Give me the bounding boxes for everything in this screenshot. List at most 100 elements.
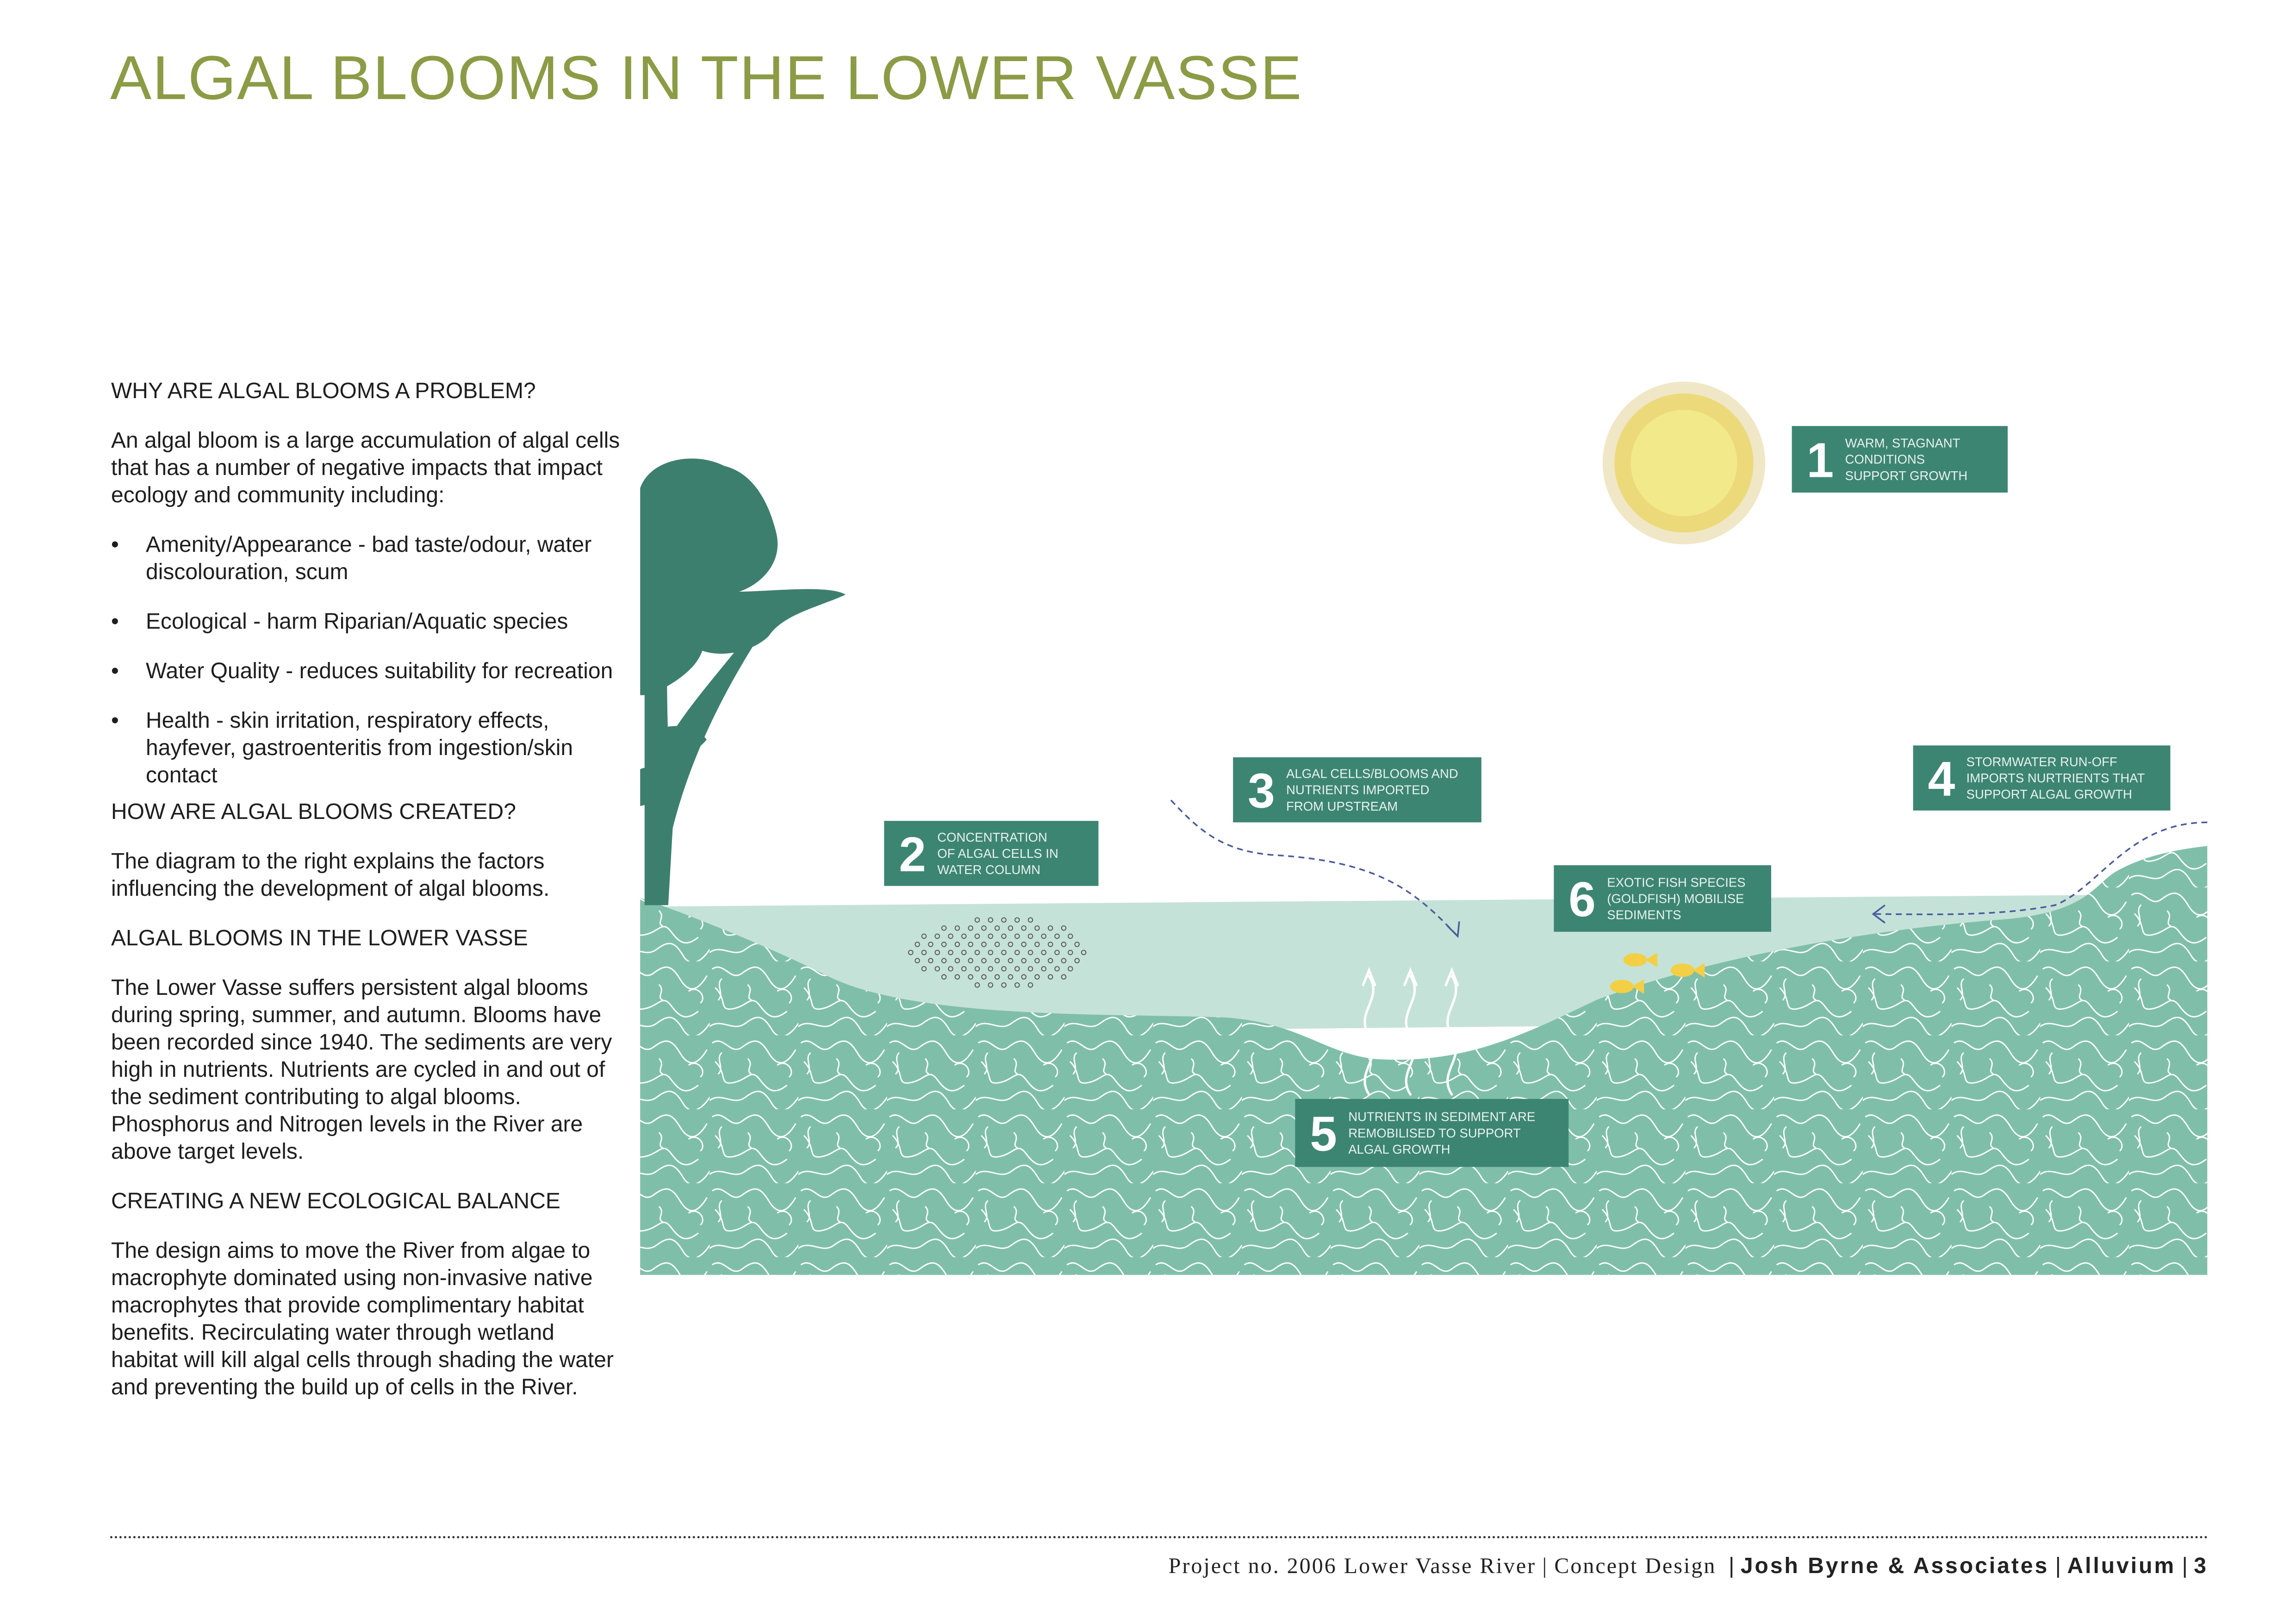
paragraph-problem: An algal bloom is a large accumulation o… <box>111 428 620 507</box>
heading-problem: WHY ARE ALGAL BLOOMS A PROBLEM? <box>111 379 536 403</box>
algal-cell-dot <box>1014 933 1020 939</box>
algal-cell-dot <box>1054 933 1060 939</box>
algal-cell-dot <box>981 942 987 947</box>
algal-cell-dot <box>1021 942 1027 947</box>
list-item: •Water Quality - reduces suitability for… <box>111 657 620 685</box>
footer: Project no. 2006 Lower Vasse River | Con… <box>1169 1553 2208 1579</box>
algal-cell-dot <box>968 925 973 931</box>
list-item-text: Ecological - harm Riparian/Aquatic speci… <box>146 609 568 634</box>
heading-lower-vasse: ALGAL BLOOMS IN THE LOWER VASSE <box>111 926 528 950</box>
algal-cell-dot <box>1074 958 1080 963</box>
callout-box <box>1295 1099 1569 1167</box>
algal-cell-dot <box>1081 949 1087 956</box>
algal-cell-dot <box>921 933 927 939</box>
algal-cell-dot <box>1061 942 1067 947</box>
algal-cell-dot <box>1054 949 1060 956</box>
callout-box <box>1913 745 2171 811</box>
algal-cell-dot <box>941 942 947 947</box>
callout-5: 5 NUTRIENTS IN SEDIMENT ARE REMOBILISED TO… <box>1295 1099 1569 1167</box>
callout-number: 5 <box>1310 1107 1337 1162</box>
algal-cell-dot <box>934 966 940 972</box>
algal-cell-dot <box>1021 925 1027 931</box>
footer-design: Concept Design <box>1554 1554 1717 1578</box>
algal-cell-dot <box>1014 949 1020 956</box>
page-number: 3 <box>2194 1554 2208 1578</box>
callout-box <box>1554 865 1771 932</box>
callout-label: SUPPORT ALGAL GROWTH <box>1966 787 2132 801</box>
algal-cell-dot <box>988 982 994 988</box>
bullet-icon: • <box>111 609 119 634</box>
algal-cell-dot <box>934 933 940 939</box>
callout-number: 6 <box>1568 873 1596 927</box>
algal-cell-dot <box>1014 966 1020 972</box>
algal-cell-dot <box>961 933 967 939</box>
algal-cell-dot <box>1068 949 1073 956</box>
algal-cell-dot <box>988 966 994 972</box>
callout-box <box>1792 426 2008 493</box>
callout-label: NUTRIENTS IMPORTED <box>1286 783 1429 797</box>
algal-cell-dot <box>1027 982 1033 988</box>
bullet-icon: • <box>111 532 119 557</box>
list-item-text: Health - skin irritation, respiratory ef… <box>146 708 573 787</box>
algal-cell-dot <box>915 942 920 947</box>
algal-cell-dot <box>1061 974 1067 980</box>
callout-box <box>884 821 1099 886</box>
algal-cell-dot <box>1034 925 1040 931</box>
list-item: • Health - skin irritation, respiratory e… <box>111 707 620 789</box>
algal-cell-dot <box>981 925 987 931</box>
algal-cell-dot <box>941 974 947 980</box>
algal-cell-dot <box>1001 949 1007 956</box>
algal-cell-dot <box>981 974 987 980</box>
algal-cell-dot <box>941 958 947 963</box>
nutrient-release-arrows-icon <box>1362 967 1459 1096</box>
footer-separator: | <box>2055 1554 2061 1578</box>
sediment-ground <box>640 846 2208 1275</box>
algal-cell-dot <box>974 966 980 972</box>
callout-label: SEDIMENTS <box>1607 908 1681 922</box>
algal-cell-dot <box>1027 949 1033 956</box>
algal-cell-dot <box>994 974 1000 980</box>
algal-cell-dot <box>928 942 933 947</box>
algal-cell-dot <box>994 925 1000 931</box>
paragraph-created: The diagram to the right explains the fa… <box>111 849 550 901</box>
callout-label: CONDITIONS <box>1845 452 1925 467</box>
algal-cell-dot <box>954 925 960 931</box>
callout-number: 3 <box>1248 764 1275 818</box>
callout-label: STORMWATER RUN-OFF <box>1966 755 2117 769</box>
callout-label: SUPPORT GROWTH <box>1845 468 1968 483</box>
algal-cell-dot <box>968 958 973 963</box>
callout-label: REMOBILISED TO SUPPORT <box>1348 1126 1521 1140</box>
bullet-icon: • <box>111 659 119 683</box>
bullet-icon: • <box>111 708 119 733</box>
callout-box <box>1233 757 1481 823</box>
algal-cell-dot <box>974 982 980 988</box>
callout-label: CONCENTRATION <box>937 830 1047 844</box>
callout-label: OF ALGAL CELLS IN <box>937 846 1058 861</box>
algal-cell-dot <box>954 958 960 963</box>
footer-separator: | <box>1729 1554 1735 1578</box>
algal-cell-dot <box>954 974 960 980</box>
callout-label: WARM, STAGNANT <box>1845 436 1960 450</box>
algal-cell-dot <box>934 949 940 956</box>
algal-cell-dot <box>994 942 1000 947</box>
algal-cell-dot <box>1047 925 1053 931</box>
algal-cell-dot <box>921 966 927 972</box>
algal-cell-dot <box>1047 974 1053 980</box>
algal-cell-dot <box>1054 966 1060 972</box>
algal-cell-dot <box>1047 958 1053 963</box>
callout-number: 4 <box>1928 752 1955 806</box>
callout-label: (GOLDFISH) MOBILISE <box>1607 891 1744 906</box>
callout-label: IMPORTS NURTRIENTS THAT <box>1966 771 2145 785</box>
callout-label: NUTRIENTS IN SEDIMENT ARE <box>1348 1110 1535 1124</box>
algal-cell-dot <box>974 949 980 956</box>
heading-balance: CREATING A NEW ECOLOGICAL BALANCE <box>111 1189 560 1213</box>
algal-cell-dot <box>1068 966 1073 972</box>
algal-cell-dot <box>954 942 960 947</box>
algal-cell-dot <box>1047 942 1053 947</box>
algal-cell-dot <box>974 917 980 923</box>
algal-cell-dot <box>1074 942 1080 947</box>
algal-cell-dot <box>1001 982 1007 988</box>
